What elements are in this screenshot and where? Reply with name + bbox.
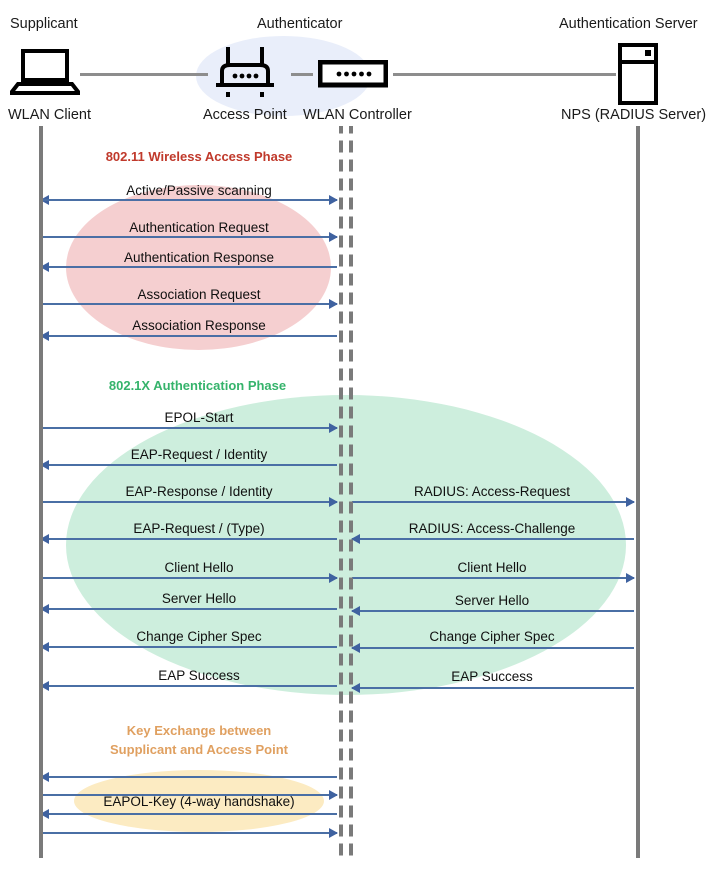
message-arrow — [41, 497, 338, 507]
message-arrow — [352, 573, 635, 583]
message-arrow — [40, 460, 337, 470]
actor-role-authenticator: Authenticator — [257, 16, 343, 32]
phase-label-802-11: 802.11 Wireless Access Phase — [105, 149, 293, 164]
actor-device-wlan-controller: WLAN Controller — [303, 107, 412, 123]
message-label: EAPOL-Key (4-way handshake) — [103, 794, 295, 809]
wireless-access-point-icon — [214, 45, 276, 105]
message-arrow — [41, 299, 338, 309]
lifeline-access-point — [339, 126, 343, 858]
message-label: Authentication Request — [129, 220, 269, 235]
message-arrow — [351, 606, 634, 616]
message-arrow — [41, 790, 338, 800]
link-ap-to-controller — [291, 73, 313, 76]
message-label: Change Cipher Spec — [429, 629, 555, 644]
actor-device-nps-server: NPS (RADIUS Server) — [561, 107, 707, 123]
message-arrow — [40, 642, 337, 652]
message-arrow — [41, 423, 338, 433]
message-arrow — [40, 534, 337, 544]
lifeline-supplicant — [39, 126, 43, 858]
message-label: RADIUS: Access-Request — [413, 484, 571, 499]
laptop-icon — [6, 48, 84, 101]
phase-key-exchange-ellipse — [74, 770, 324, 832]
message-arrow — [41, 232, 338, 242]
link-controller-to-server — [393, 73, 616, 76]
link-client-to-ap — [80, 73, 208, 76]
server-icon — [617, 43, 659, 110]
message-arrow — [41, 573, 338, 583]
message-arrow — [351, 534, 634, 544]
lifeline-auth-server — [636, 126, 640, 858]
lifeline-wlan-controller — [349, 126, 353, 858]
message-arrow — [41, 195, 338, 205]
message-label: Authentication Response — [123, 250, 275, 265]
phase-label-key-exchange: Key Exchange between Supplicant and Acce… — [110, 723, 288, 757]
message-label: Active/Passive scanning — [126, 183, 272, 198]
message-label: EAP Success — [158, 668, 240, 683]
message-arrow — [40, 809, 337, 819]
message-label: EAP-Request / Identity — [130, 447, 268, 462]
message-label: Client Hello — [164, 560, 234, 575]
actor-device-access-point: Access Point — [203, 107, 287, 123]
message-arrow — [40, 681, 337, 691]
message-label: EAP-Response / Identity — [125, 484, 273, 499]
message-arrow — [40, 604, 337, 614]
message-label: EPOL-Start — [164, 410, 234, 425]
message-label: Association Request — [137, 287, 261, 302]
wlan-controller-icon — [317, 59, 389, 93]
message-arrow — [40, 772, 337, 782]
message-label: Client Hello — [457, 560, 527, 575]
message-label: Server Hello — [161, 591, 237, 606]
message-label: Change Cipher Spec — [136, 629, 262, 644]
message-label: Server Hello — [454, 593, 530, 608]
phase-802-1x-ellipse — [66, 395, 626, 695]
message-label: Association Response — [132, 318, 266, 333]
message-arrow — [41, 828, 338, 838]
message-label: EAP-Request / (Type) — [133, 521, 265, 536]
message-label: RADIUS: Access-Challenge — [408, 521, 576, 536]
phase-label-802-1x: 802.1X Authentication Phase — [108, 378, 287, 393]
actor-device-wlan-client: WLAN Client — [8, 107, 91, 123]
actor-role-supplicant: Supplicant — [10, 16, 78, 32]
message-arrow — [352, 497, 635, 507]
message-arrow — [40, 331, 337, 341]
message-arrow — [40, 262, 337, 272]
message-arrow — [351, 683, 634, 693]
actor-role-auth-server: Authentication Server — [559, 16, 698, 32]
message-label: EAP Success — [451, 669, 533, 684]
message-arrow — [351, 643, 634, 653]
